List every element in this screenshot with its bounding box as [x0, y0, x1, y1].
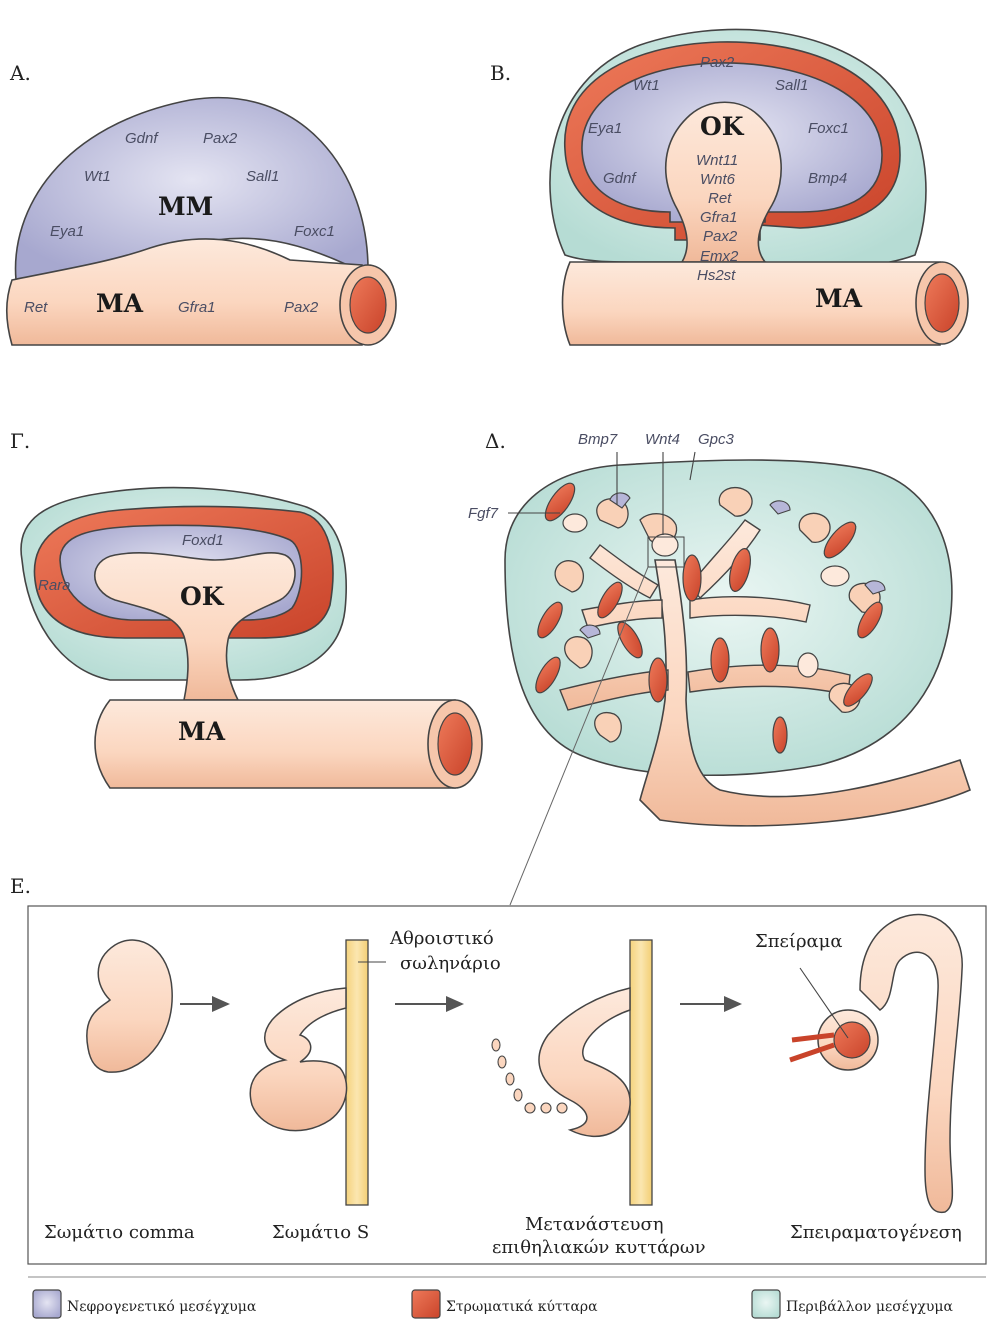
gene-label: Fgf7	[468, 505, 499, 522]
stage-caption: επιθηλιακών κυττάρων	[492, 1237, 706, 1258]
gene-label: Rara	[38, 577, 71, 594]
mm-label: MM	[158, 192, 213, 221]
panel-d-letter: Δ.	[485, 429, 506, 453]
panel-e-letter: E.	[10, 874, 31, 898]
legend-swatch-stromal	[412, 1290, 440, 1318]
panel-b-letter: B.	[490, 61, 511, 85]
collecting-duct-label: σωληνάριο	[400, 953, 501, 974]
gene-label: Gfra1	[700, 209, 738, 226]
gene-label: Bmp7	[578, 431, 618, 448]
gene-label: Ret	[24, 299, 48, 316]
ok-label: OK	[700, 112, 745, 141]
legend-swatch-nephrogenic	[33, 1290, 61, 1318]
panel-a: A. MM MA Gdnf Pax2 Wt1 Sall1 Eya1 Foxc1 …	[7, 61, 396, 345]
gene-label: Gdnf	[125, 130, 159, 147]
gene-label: Wnt11	[696, 152, 738, 169]
legend-label: Περιβάλλον μεσέγχυμα	[786, 1298, 953, 1315]
gene-label: Pax2	[284, 299, 319, 316]
gene-label: Bmp4	[808, 170, 847, 187]
gene-label: Foxc1	[294, 223, 335, 240]
collecting-duct	[346, 940, 368, 1205]
duct-lumen	[925, 274, 959, 332]
legend-swatch-surrounding	[752, 1290, 780, 1318]
legend-label: Νεφρογενετικό μεσέγχυμα	[67, 1298, 257, 1315]
collecting-duct-label: Αθροιστικό	[389, 928, 494, 949]
gene-label: Gdnf	[603, 170, 637, 187]
duct-lumen	[438, 713, 472, 775]
legend-label: Στρωματικά κύτταρα	[446, 1299, 598, 1315]
gene-label: Gfra1	[178, 299, 216, 316]
gene-label: Wt1	[84, 168, 111, 185]
panel-a-letter: A.	[9, 61, 31, 85]
ok-label: OK	[180, 582, 225, 611]
stage-caption: Σπειραματογένεση	[790, 1222, 962, 1243]
glomerulus	[834, 1022, 870, 1058]
mesonephric-duct	[563, 262, 941, 345]
panel-e-frame	[28, 906, 986, 1264]
gene-label: Wnt6	[700, 171, 736, 188]
gene-label: Ret	[708, 190, 732, 207]
mesonephric-duct	[95, 700, 455, 788]
gene-label: Sall1	[246, 168, 279, 185]
panel-c: Γ. OK MA Foxd1 Rara	[10, 429, 482, 788]
gene-label: Eya1	[50, 223, 84, 240]
gene-label: Pax2	[700, 54, 735, 71]
panel-b: B. OK MA Pax2 Wt1 Sall1 Eya1 Foxc1 Gdnf …	[490, 29, 968, 345]
gene-label: Eya1	[588, 120, 622, 137]
gene-label: Gpc3	[698, 431, 735, 448]
glomerulus-label: Σπείραμα	[755, 931, 843, 952]
panel-d: Δ.	[468, 429, 970, 905]
ma-label: MA	[178, 717, 226, 746]
stage-caption: Σωμάτιο S	[272, 1222, 369, 1243]
gene-label: Emx2	[700, 248, 739, 265]
gene-label: Foxc1	[808, 120, 849, 137]
panel-c-letter: Γ.	[10, 429, 30, 453]
gene-label: Sall1	[775, 77, 808, 94]
panel-e: E. Αθροιστικό σωλη	[10, 874, 986, 1264]
ma-label: MA	[96, 289, 144, 318]
legend: Νεφρογενετικό μεσέγχυμα Στρωματικά κύττα…	[28, 1277, 986, 1318]
gene-label: Pax2	[203, 130, 238, 147]
gene-label: Wnt4	[645, 431, 680, 448]
gene-label: Pax2	[703, 228, 738, 245]
stage-caption: Σωμάτιο comma	[44, 1222, 195, 1243]
stage-caption: Μετανάστευση	[525, 1214, 664, 1235]
gene-label: Hs2st	[697, 267, 736, 284]
gene-label: Wt1	[633, 77, 660, 94]
duct-lumen	[350, 277, 386, 333]
gene-label: Foxd1	[182, 532, 224, 549]
ma-label: MA	[815, 284, 863, 313]
collecting-duct	[630, 940, 652, 1205]
